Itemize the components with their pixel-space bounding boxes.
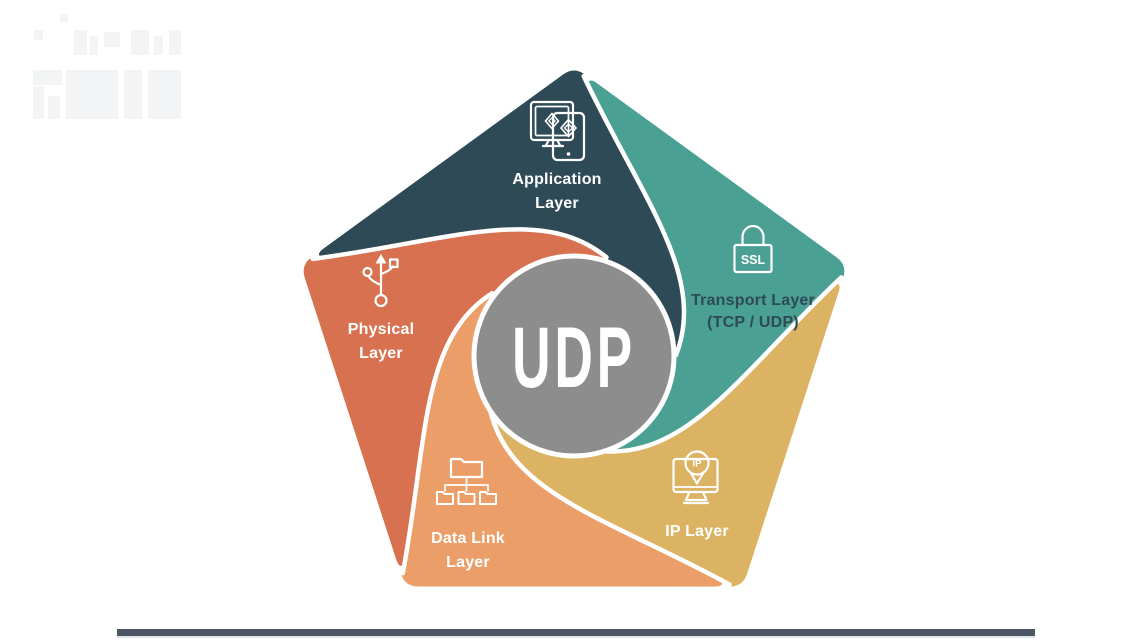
label-transport-line2: (TCP / UDP): [707, 314, 799, 331]
center-circle: [471, 253, 677, 459]
separator-curve: [400, 290, 495, 576]
ip-badge-text: IP: [693, 459, 703, 470]
label-ip: IP Layer: [665, 523, 729, 540]
label-physical-line2: Layer: [359, 345, 403, 362]
label-physical-line1: Physical: [348, 321, 415, 338]
label-data-link-line1: Data Link: [431, 530, 505, 547]
label-application-line1: Application: [512, 171, 601, 188]
label-application-line2: Layer: [535, 195, 579, 212]
separator-curve: [581, 73, 687, 358]
ssl-badge-text: SSL: [741, 253, 766, 267]
separator-curve: [310, 227, 609, 262]
usb-icon: [362, 254, 399, 308]
center-label: UDP: [512, 310, 636, 406]
footer-underline: [117, 636, 1035, 638]
label-data-link-line2: Layer: [446, 554, 490, 571]
layer-labels: Application Layer Transport Layer (TCP /…: [348, 171, 815, 571]
monitor-ip-pin-icon: IP: [672, 450, 719, 505]
separator-curve: [488, 410, 732, 587]
folder-network-icon: [436, 457, 497, 505]
scan-artifact: [33, 14, 181, 119]
center-label-group: UDP: [512, 310, 636, 406]
separator-curve: [602, 275, 844, 454]
devices-apps-icon: [529, 100, 586, 162]
label-transport-line1: Transport Layer: [691, 292, 815, 309]
footer-bar: [117, 629, 1035, 636]
blade-separators: [310, 73, 844, 587]
ssl-padlock-icon: SSL: [733, 224, 773, 274]
